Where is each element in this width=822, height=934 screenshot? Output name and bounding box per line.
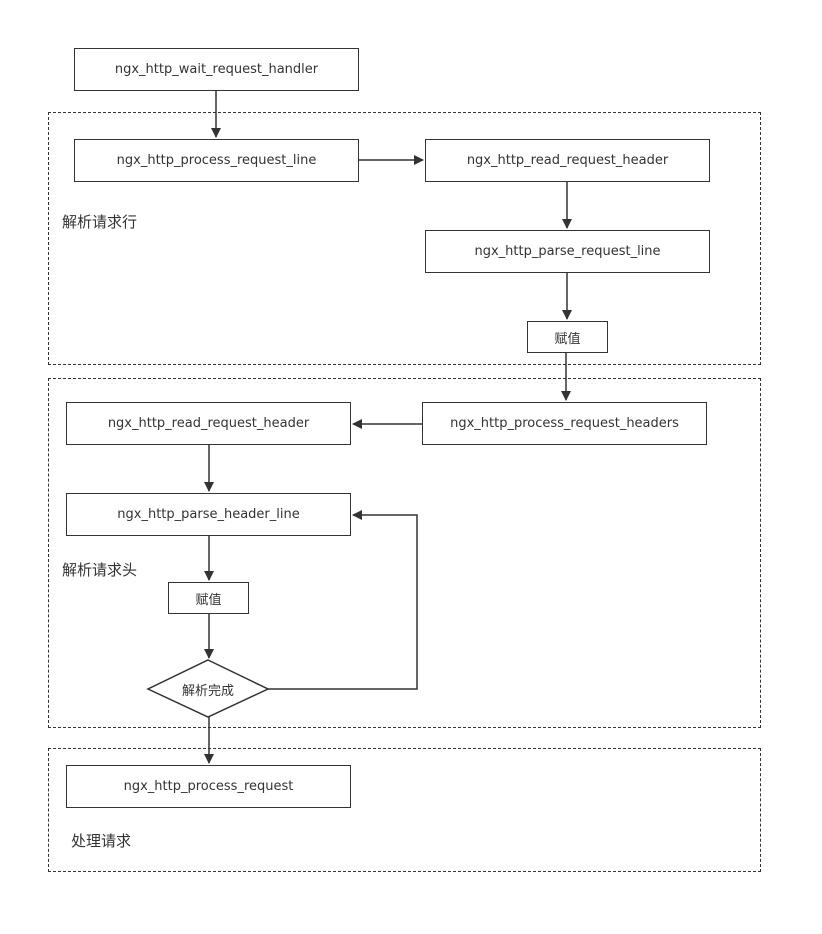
group-label-handle-request: 处理请求 bbox=[71, 832, 132, 850]
node-wait-request-handler: ngx_http_wait_request_handler bbox=[74, 48, 359, 91]
node-process-request: ngx_http_process_request bbox=[66, 765, 351, 808]
edge-parse-done-loop-back bbox=[268, 510, 418, 690]
node-assign-2: 赋值 bbox=[168, 582, 249, 614]
group-parse-request-headers bbox=[48, 378, 761, 728]
group-label-parse-request-headers: 解析请求头 bbox=[62, 561, 138, 579]
node-parse-done-label: 解析完成 bbox=[181, 683, 234, 699]
node-process-request-line: ngx_http_process_request_line bbox=[74, 139, 359, 182]
node-parse-request-line: ngx_http_parse_request_line bbox=[425, 230, 710, 273]
group-label-parse-request-line: 解析请求行 bbox=[62, 213, 138, 231]
node-read-request-header-1: ngx_http_read_request_header bbox=[425, 139, 710, 182]
node-read-request-header-2: ngx_http_read_request_header bbox=[66, 402, 351, 445]
node-parse-header-line: ngx_http_parse_header_line bbox=[66, 493, 351, 536]
node-assign-1: 赋值 bbox=[527, 321, 608, 353]
parse-done-diamond bbox=[146, 659, 270, 718]
node-process-request-headers: ngx_http_process_request_headers bbox=[422, 402, 707, 445]
group-parse-request-line bbox=[48, 112, 761, 365]
group-handle-request bbox=[48, 748, 761, 872]
